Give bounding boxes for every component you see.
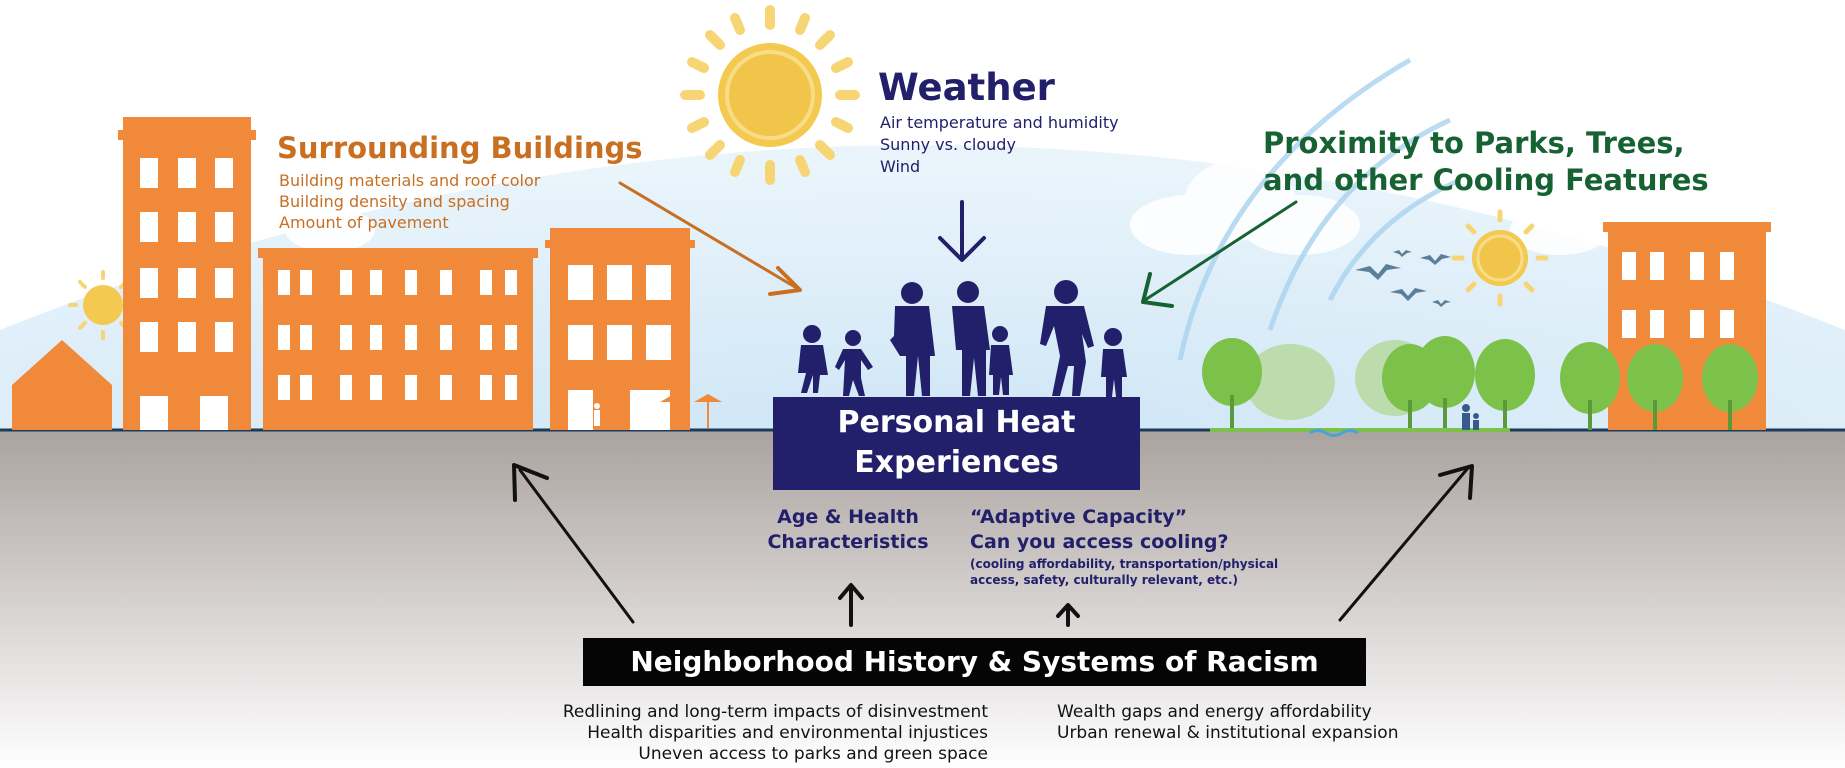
arrows bbox=[512, 181, 1474, 627]
weather-item: Wind bbox=[880, 157, 921, 176]
right-building-windows bbox=[1622, 252, 1734, 338]
people-silhouettes-icon bbox=[798, 280, 1127, 397]
neighborhood-left-item: Redlining and long-term impacts of disin… bbox=[562, 702, 988, 722]
neighborhood-right-item: Urban renewal & institutional expansion bbox=[1057, 723, 1399, 743]
cafe-umbrellas-icon bbox=[584, 394, 722, 428]
personal-heat-title-line: Personal Heat bbox=[837, 405, 1076, 440]
arrow-up-left-icon bbox=[518, 468, 635, 624]
neighborhood-left-item: Uneven access to parks and green space bbox=[638, 744, 988, 764]
house-icon bbox=[12, 340, 112, 430]
weather-item: Sunny vs. cloudy bbox=[880, 135, 1016, 154]
arrow-buildings-icon bbox=[618, 181, 802, 292]
arrow-parks-icon bbox=[1143, 200, 1298, 302]
sun-icon-small-right bbox=[1451, 209, 1549, 307]
parks-title-line: Proximity to Parks, Trees, bbox=[1263, 126, 1685, 160]
neighborhood-left-item: Health disparities and environmental inj… bbox=[587, 723, 988, 743]
weather-item: Air temperature and humidity bbox=[880, 113, 1119, 132]
personal-heat-box bbox=[773, 397, 1140, 490]
parks-title-line: and other Cooling Features bbox=[1263, 163, 1709, 197]
buildings-item: Building density and spacing bbox=[279, 192, 510, 211]
adaptive-detail: (cooling affordability, transportation/p… bbox=[970, 557, 1279, 571]
sun-icon-large bbox=[680, 5, 860, 185]
adaptive-question: Can you access cooling? bbox=[970, 531, 1229, 553]
neighborhood-title: Neighborhood History & Systems of Racism bbox=[630, 645, 1319, 678]
neighborhood-right-item: Wealth gaps and energy affordability bbox=[1057, 702, 1372, 722]
arrow-up-right-icon bbox=[1338, 466, 1470, 622]
buildings-item: Amount of pavement bbox=[279, 213, 449, 232]
adaptive-title: “Adaptive Capacity” bbox=[970, 506, 1188, 528]
weather-title: Weather bbox=[878, 66, 1055, 109]
neighborhood-box bbox=[583, 638, 1366, 686]
trees-icon bbox=[1202, 336, 1758, 437]
buildings-item: Building materials and roof color bbox=[279, 171, 541, 190]
personal-heat-title-line: Experiences bbox=[854, 445, 1059, 480]
building-windows bbox=[140, 158, 671, 430]
buildings-title: Surrounding Buildings bbox=[277, 131, 643, 165]
adaptive-detail: access, safety, culturally relevant, etc… bbox=[970, 573, 1239, 587]
age-health-line: Characteristics bbox=[767, 531, 929, 553]
age-health-line: Age & Health bbox=[777, 506, 919, 528]
wind-lines bbox=[1177, 57, 1462, 361]
birds-icon bbox=[1355, 250, 1451, 307]
